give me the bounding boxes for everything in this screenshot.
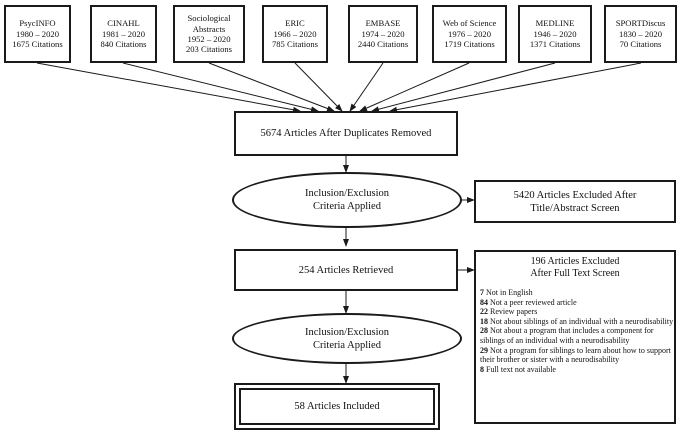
connector-eric — [294, 62, 343, 112]
database-sportdiscus: SPORTDiscus 1830 – 2020 70 Citations — [604, 5, 677, 63]
database-years: 1976 – 2020 — [448, 28, 491, 39]
database-name: SPORTDiscus — [615, 18, 666, 29]
articles-included-inner: 58 Articles Included — [239, 388, 435, 425]
database-years: 1974 – 2020 — [361, 28, 405, 39]
database-citations: 203 Citations — [185, 44, 233, 55]
exclusion-reason: 18 Not about siblings of an individual w… — [480, 316, 674, 326]
articles-retrieved-box: 254 Articles Retrieved — [234, 249, 458, 291]
database-name: ERIC — [285, 18, 305, 29]
duplicates-removed-label: 5674 Articles After Duplicates Removed — [260, 128, 432, 139]
connector-embase — [349, 62, 384, 112]
excluded-2-title: 196 Articles Excluded After Full Text Sc… — [476, 256, 674, 280]
criteria-line-2: Criteria Applied — [313, 201, 381, 212]
database-years: 1830 – 2020 — [619, 28, 662, 39]
articles-included-label: 58 Articles Included — [294, 401, 380, 412]
database-years: 1952 – 2020 — [187, 34, 231, 44]
database-embase: EMBASE 1974 – 2020 2440 Citations — [348, 5, 418, 63]
criteria-ellipse-2: Inclusion/Exclusion Criteria Applied — [232, 313, 462, 364]
database-medline: MEDLINE 1946 – 2020 1371 Citations — [518, 5, 592, 63]
database-name: Web of Science — [442, 18, 497, 29]
excluded-2-line-1: 196 Articles Excluded — [530, 256, 620, 267]
connector-wos — [359, 62, 470, 112]
database-citations: 1371 Citations — [529, 39, 581, 50]
duplicates-removed-box: 5674 Articles After Duplicates Removed — [234, 111, 458, 156]
database-psycinfo: PsycINFO 1980 – 2020 1675 Citations — [4, 5, 71, 63]
exclusion-reasons-list: 7 Not in English 84 Not a peer reviewed … — [476, 288, 674, 374]
articles-included-box: 58 Articles Included — [234, 383, 440, 430]
exclusion-reason: 29 Not a program for siblings to learn a… — [480, 345, 671, 365]
database-citations: 1675 Citations — [12, 39, 63, 50]
excluded-1-line-1: 5420 Articles Excluded After — [513, 189, 637, 201]
database-citations: 2440 Citations — [357, 39, 409, 50]
excluded-title-abstract-box: 5420 Articles Excluded After Title/Abstr… — [474, 180, 676, 223]
criteria-line-2: Criteria Applied — [313, 339, 381, 351]
database-sociological-abstracts: Sociological Abstracts 1952 – 2020 203 C… — [173, 5, 245, 63]
database-years: 1966 – 2020 — [273, 28, 317, 39]
exclusion-reason: 84 Not a peer reviewed article — [480, 297, 577, 307]
connector-psycinfo — [36, 62, 301, 113]
database-years: 1980 – 2020 — [16, 28, 59, 39]
connector-cinahl — [122, 62, 319, 113]
database-cinahl: CINAHL 1981 – 2020 840 Citations — [90, 5, 157, 63]
exclusion-reason: 8 Full text not available — [480, 364, 556, 374]
database-name-line2: Abstracts — [192, 23, 226, 34]
database-eric: ERIC 1966 – 2020 785 Citations — [262, 5, 328, 63]
database-name: Sociological — [187, 13, 231, 24]
connector-sportdiscus — [389, 62, 642, 113]
database-name: PsycINFO — [19, 18, 56, 29]
excluded-full-text-box: 196 Articles Excluded After Full Text Sc… — [474, 250, 676, 424]
database-years: 1946 – 2020 — [533, 28, 577, 39]
exclusion-reason: 28 Not about a program that includes a c… — [480, 326, 654, 345]
database-citations: 785 Citations — [271, 39, 319, 50]
database-web-of-science: Web of Science 1976 – 2020 1719 Citation… — [432, 5, 507, 63]
exclusion-reason: 22 Review papers — [480, 307, 538, 317]
connector-medline — [371, 62, 556, 113]
database-citations: 70 Citations — [619, 39, 662, 50]
criteria-line-1: Inclusion/Exclusion — [305, 188, 389, 199]
criteria-ellipse-1: Inclusion/Exclusion Criteria Applied — [232, 172, 462, 228]
database-name: MEDLINE — [535, 18, 575, 29]
exclusion-reason: 7 Not in English — [480, 288, 533, 297]
database-citations: 840 Citations — [100, 39, 147, 50]
database-name: EMBASE — [365, 18, 401, 29]
articles-retrieved-label: 254 Articles Retrieved — [298, 264, 394, 276]
criteria-line-1: Inclusion/Exclusion — [305, 326, 389, 338]
database-citations: 1719 Citations — [444, 39, 495, 50]
connector-sociological — [208, 62, 335, 112]
database-name: CINAHL — [107, 18, 140, 29]
excluded-2-line-2: After Full Text Screen — [530, 268, 620, 279]
database-years: 1981 – 2020 — [102, 28, 145, 39]
excluded-1-line-2: Title/Abstract Screen — [530, 202, 620, 214]
